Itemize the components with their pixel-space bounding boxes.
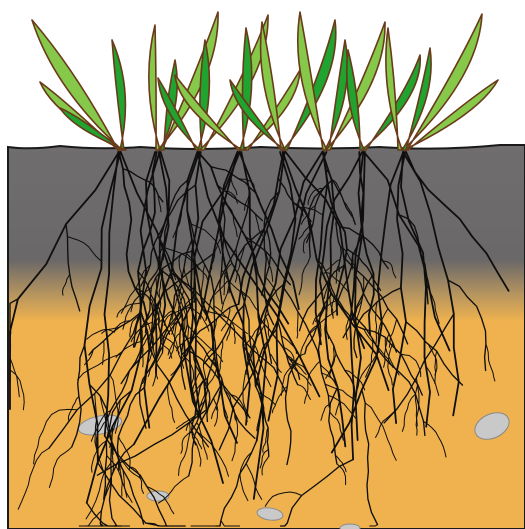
stone (340, 524, 360, 529)
grass-leaf (198, 40, 209, 150)
grass-leaf (149, 25, 160, 150)
grass-plants (32, 12, 498, 150)
grass-leaf (112, 40, 125, 150)
grass-leaf (240, 28, 252, 150)
grass-leaf (32, 20, 122, 150)
grass-leaf (386, 28, 402, 150)
